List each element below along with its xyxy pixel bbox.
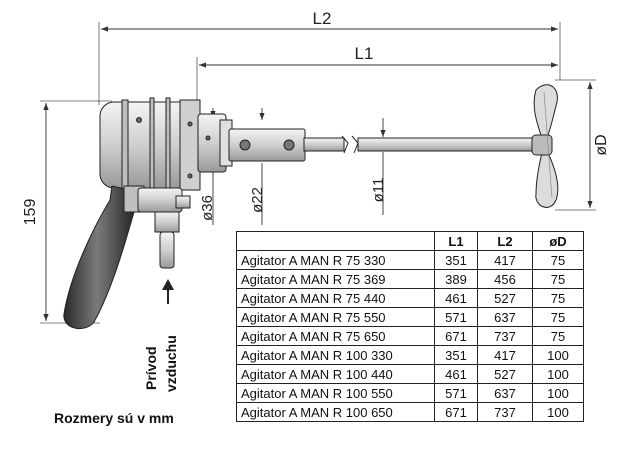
units-note: Rozmery sú v mm [54, 410, 174, 426]
d36-label: ø36 [199, 195, 216, 221]
air-inlet-fitting [137, 187, 191, 269]
handle-grip [63, 185, 145, 330]
row-l1: 571 [434, 383, 478, 403]
row-l2: 737 [477, 326, 533, 346]
height-label: 159 [22, 199, 39, 226]
shaft-coupling [228, 128, 306, 162]
agitator-shaft [303, 135, 537, 154]
row-name: Agitator A MAN R 75 550 [236, 307, 435, 327]
row-l1: 671 [434, 326, 478, 346]
air-flow-arrow [162, 279, 174, 304]
l1-label: L1 [355, 44, 374, 63]
row-name: Agitator A MAN R 100 650 [236, 402, 435, 422]
diameter-d-label: øD [593, 134, 610, 155]
row-l2: 456 [477, 269, 533, 289]
d11-label: ø11 [370, 178, 387, 203]
dimension-lines [43, 26, 593, 321]
row-name: Agitator A MAN R 75 650 [236, 326, 435, 346]
row-name: Agitator A MAN R 100 330 [236, 345, 435, 365]
row-d: 100 [532, 402, 584, 422]
row-l1: 571 [434, 307, 478, 327]
row-name: Agitator A MAN R 100 440 [236, 364, 435, 384]
row-l2: 527 [477, 288, 533, 308]
row-name: Agitator A MAN R 75 369 [236, 269, 435, 289]
propeller [531, 84, 559, 208]
l2-label: L2 [313, 9, 332, 28]
row-l2: 737 [477, 402, 533, 422]
row-l2: 417 [477, 250, 533, 270]
row-l2: 637 [477, 383, 533, 403]
header-name [236, 231, 435, 251]
row-d: 75 [532, 288, 584, 308]
row-d: 100 [532, 383, 584, 403]
row-l1: 351 [434, 250, 478, 270]
air-inlet-label-line2: vzduchu [163, 335, 179, 392]
table-header-row: L1 L2 øD [236, 231, 584, 251]
row-l1: 461 [434, 364, 478, 384]
air-inlet-label: Prívod vzduchu [143, 332, 213, 392]
row-d: 75 [532, 250, 584, 270]
air-motor-body [99, 97, 233, 193]
row-d: 100 [532, 345, 584, 365]
air-inlet-label-line1: Prívod [143, 346, 159, 390]
row-name: Agitator A MAN R 100 550 [236, 383, 435, 403]
header-l2: L2 [477, 231, 533, 251]
row-l2: 417 [477, 345, 533, 365]
row-l2: 637 [477, 307, 533, 327]
row-d: 75 [532, 326, 584, 346]
header-d: øD [532, 231, 584, 251]
row-l2: 527 [477, 364, 533, 384]
row-l1: 671 [434, 402, 478, 422]
row-name: Agitator A MAN R 75 330 [236, 250, 435, 270]
row-d: 100 [532, 364, 584, 384]
row-d: 75 [532, 269, 584, 289]
row-name: Agitator A MAN R 75 440 [236, 288, 435, 308]
d22-label: ø22 [249, 187, 266, 213]
row-l1: 461 [434, 288, 478, 308]
row-l1: 351 [434, 345, 478, 365]
row-l1: 389 [434, 269, 478, 289]
header-l1: L1 [434, 231, 478, 251]
row-d: 75 [532, 307, 584, 327]
